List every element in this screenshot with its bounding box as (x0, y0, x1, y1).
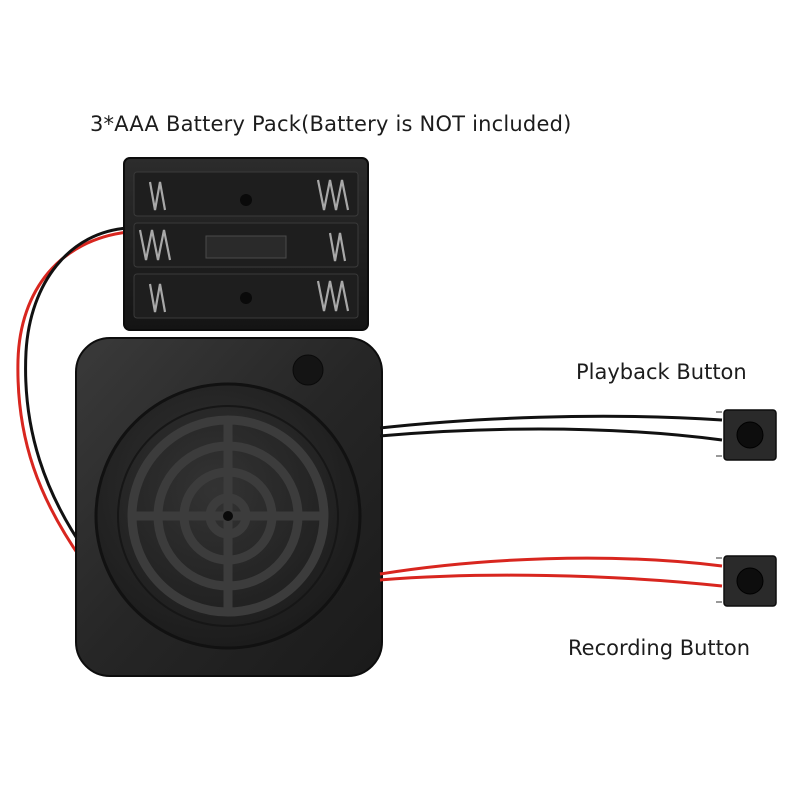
playback-button (716, 409, 777, 461)
recording-button (716, 555, 777, 607)
recording-button-caption: Recording Button (568, 636, 751, 660)
battery-wires (16, 226, 129, 561)
speaker-module (75, 337, 383, 677)
playback-button-caption: Playback Button (576, 360, 747, 384)
playback-wires (379, 414, 723, 442)
recording-wires (379, 556, 723, 588)
battery-pack-caption: 3*AAA Battery Pack(Battery is NOT includ… (90, 112, 572, 136)
battery-holder (123, 157, 369, 331)
